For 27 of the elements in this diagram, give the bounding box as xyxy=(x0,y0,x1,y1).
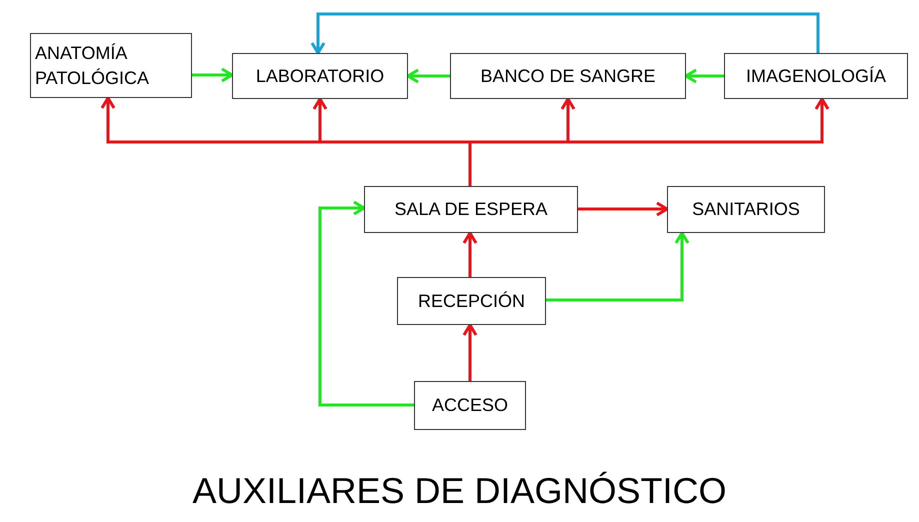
arrow xyxy=(462,232,478,277)
box-label: SALA DE ESPERA xyxy=(394,198,548,222)
box-label: IMAGENOLOGÍA xyxy=(746,64,886,88)
process-box xyxy=(724,53,908,99)
process-box xyxy=(232,53,408,99)
process-box xyxy=(667,186,825,233)
process-box xyxy=(30,33,192,98)
process-box xyxy=(450,53,686,99)
arrow xyxy=(468,98,830,186)
box-label: ANATOMÍA PATOLÓGICA xyxy=(35,42,150,90)
arrow xyxy=(546,232,690,302)
process-box xyxy=(364,186,578,233)
arrow xyxy=(406,68,450,84)
arrow xyxy=(578,202,668,216)
arrow xyxy=(310,12,820,54)
box-label: SANITARIOS xyxy=(692,198,800,222)
arrow xyxy=(684,68,724,84)
arrow xyxy=(462,324,478,381)
process-box xyxy=(397,277,546,325)
box-label: LABORATORIO xyxy=(256,64,384,88)
box-label: ACCESO xyxy=(432,394,508,418)
diagram-title: AUXILIARES DE DIAGNÓSTICO xyxy=(192,469,727,513)
box-label: RECEPCIÓN xyxy=(418,290,525,313)
arrow xyxy=(192,68,234,82)
box-label: BANCO DE SANGRE xyxy=(480,64,656,88)
arrow xyxy=(318,200,414,406)
process-box xyxy=(414,381,526,430)
